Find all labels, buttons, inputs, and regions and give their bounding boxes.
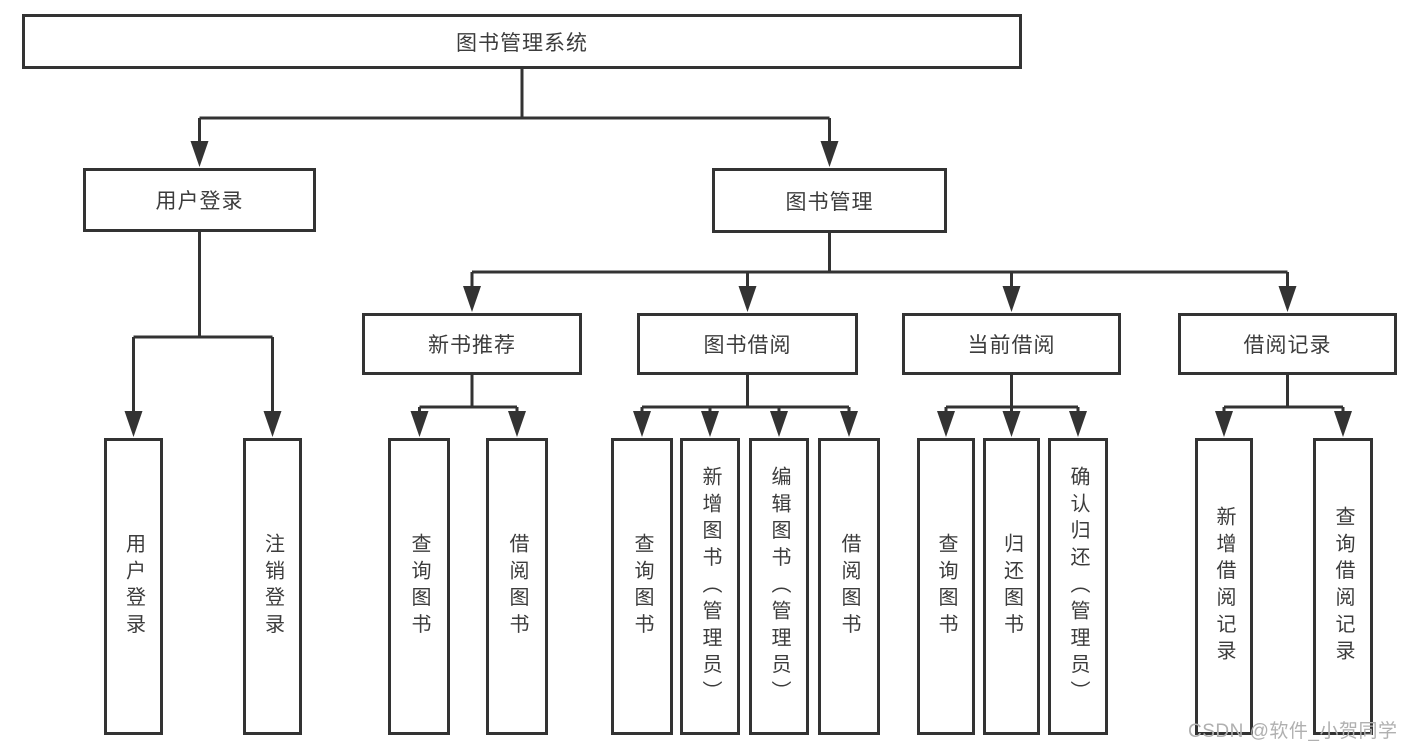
leaf-borrow-books-borrow: 借阅图书 [818,438,880,735]
leaf-add-books-admin: 新增图书（管理员） [680,438,740,735]
leaf-return-books: 归还图书 [983,438,1040,735]
connector-bookmgmt-children [463,233,1297,312]
leaf-edit-books-admin: 编辑图书（管理员） [749,438,809,735]
node-new-book-recommend: 新书推荐 [362,313,582,375]
leaf-query-books-current: 查询图书 [917,438,975,735]
leaf-confirm-return-admin: 确认归还（管理员） [1048,438,1108,735]
leaf-query-books-recommend: 查询图书 [388,438,450,735]
node-book-borrow: 图书借阅 [637,313,858,375]
node-book-management: 图书管理 [712,168,947,233]
leaf-logout: 注销登录 [243,438,302,735]
connector-current-children [937,375,1087,437]
connector-records-children [1215,375,1352,437]
connector-borrow-children [633,375,858,437]
connector-root-to-level1 [190,69,839,167]
node-root: 图书管理系统 [22,14,1022,69]
leaf-user-login: 用户登录 [104,438,163,735]
connector-userlogin-children [124,232,282,437]
csdn-watermark: CSDN @软件_小贺同学 [1188,721,1398,742]
leaf-query-books-borrow: 查询图书 [611,438,673,735]
connector-recommend-children [410,375,526,437]
leaf-borrow-books-recommend: 借阅图书 [486,438,548,735]
node-borrow-records: 借阅记录 [1178,313,1397,375]
node-current-borrow: 当前借阅 [902,313,1121,375]
node-user-login: 用户登录 [83,168,316,232]
leaf-query-borrow-record: 查询借阅记录 [1313,438,1373,735]
leaf-add-borrow-record: 新增借阅记录 [1195,438,1253,735]
